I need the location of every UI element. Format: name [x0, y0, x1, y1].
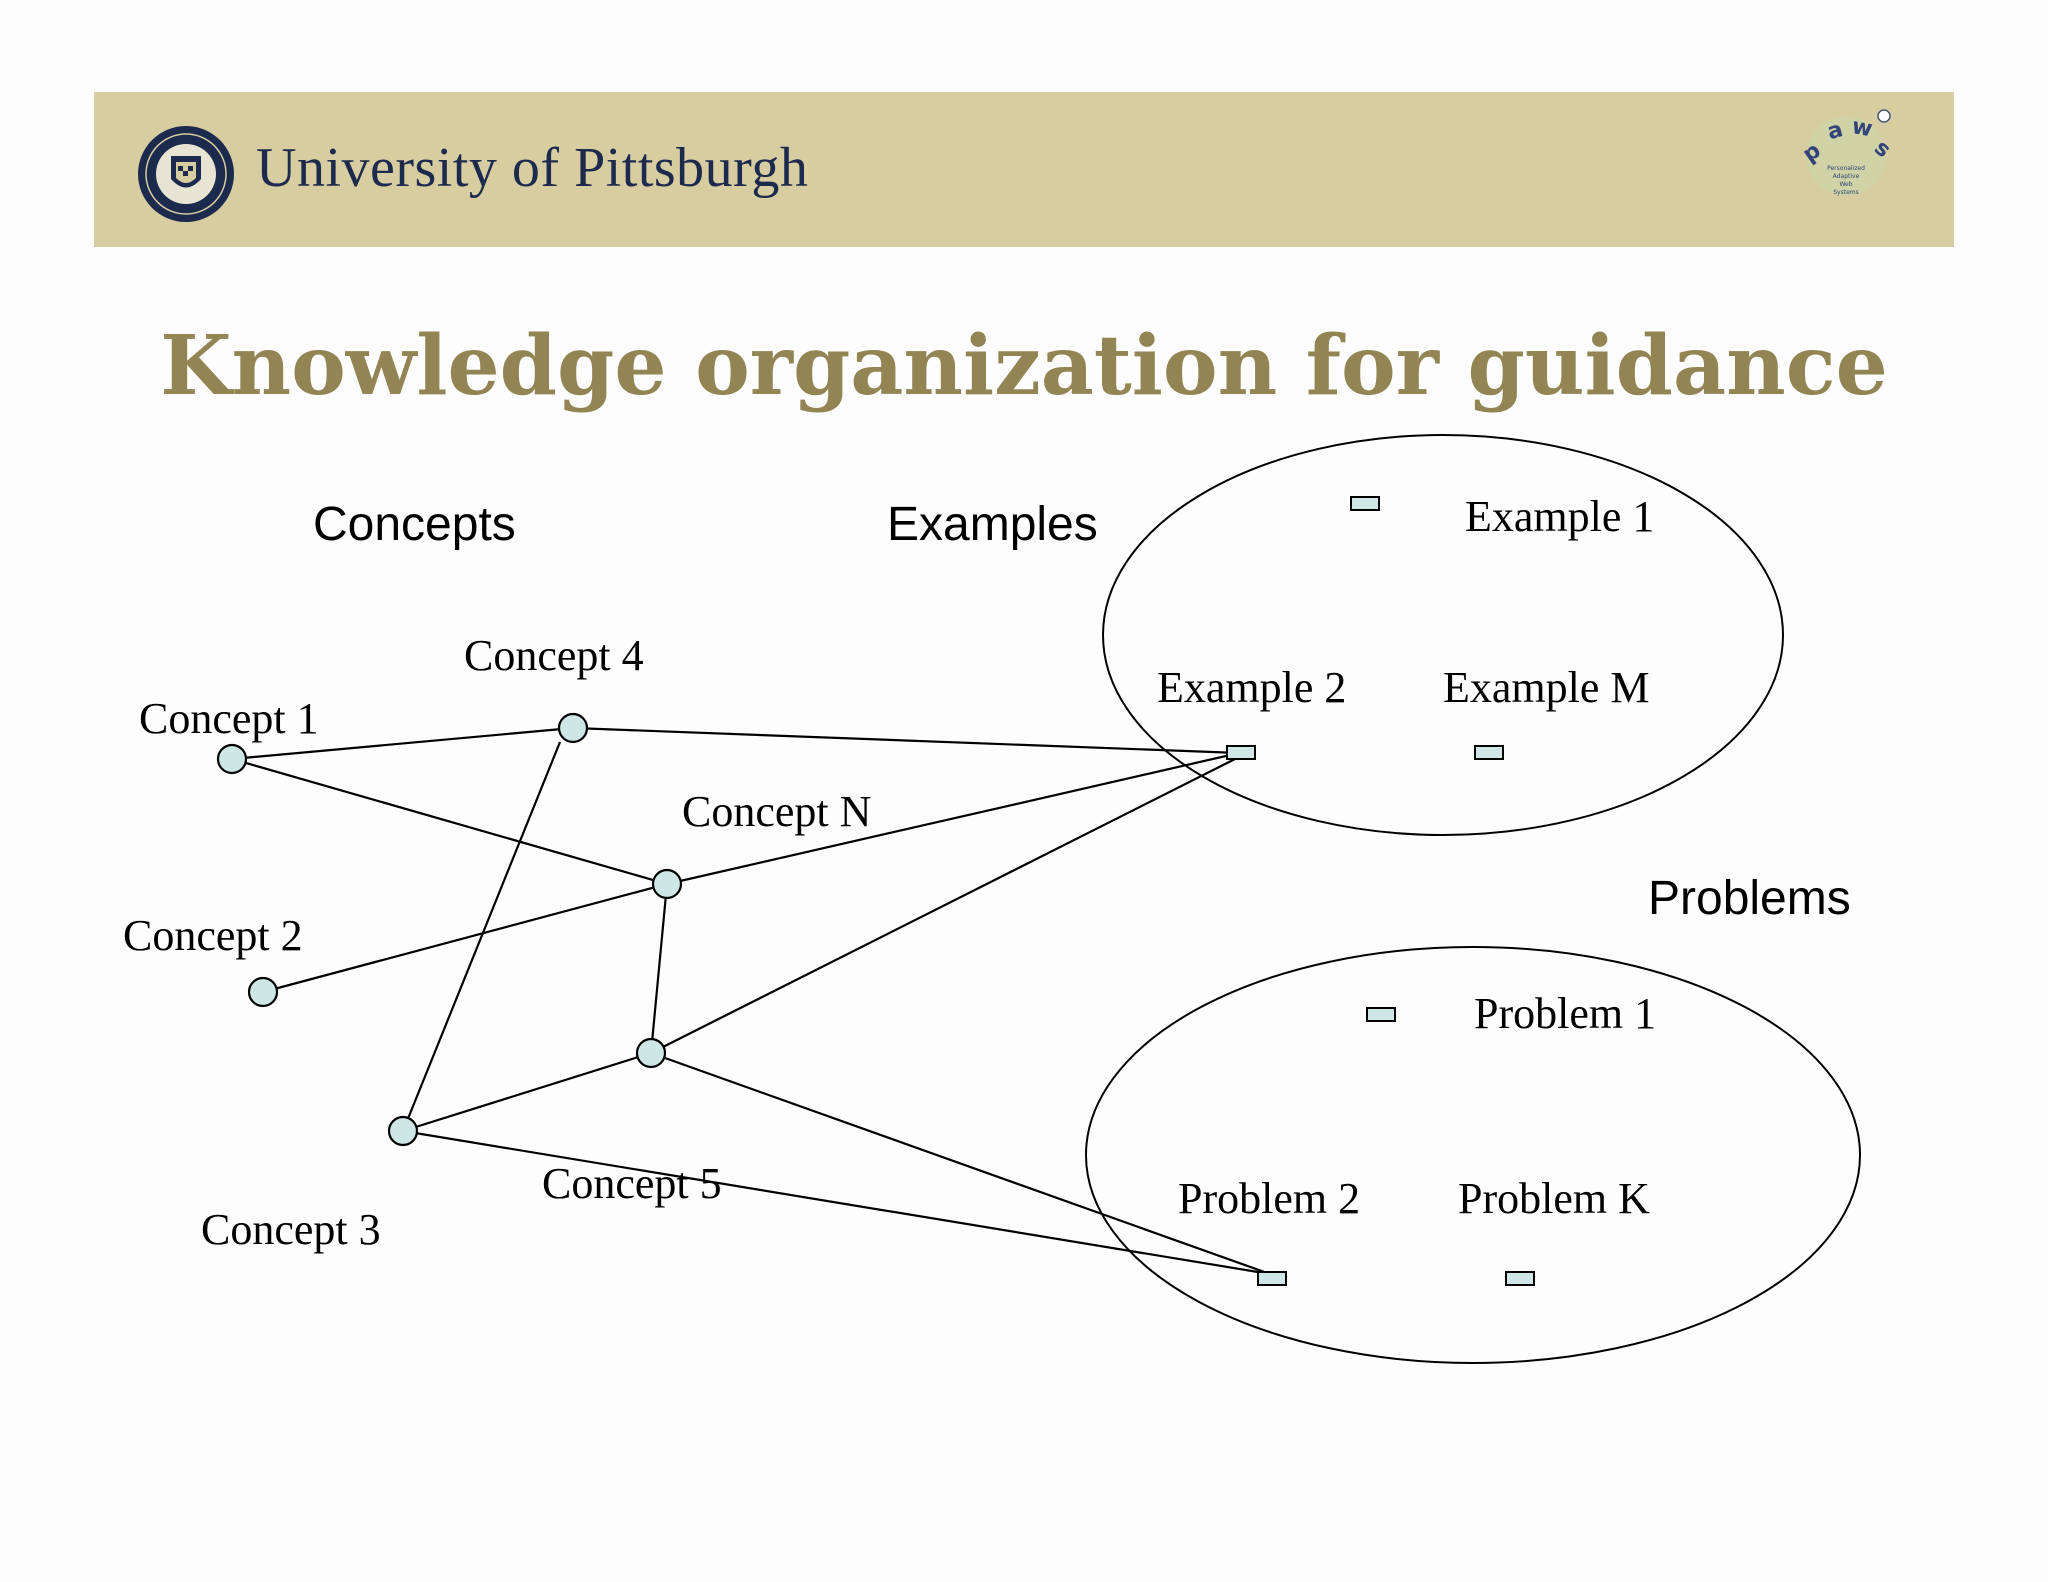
example-node-1: [1350, 496, 1380, 511]
svg-text:Web: Web: [1839, 181, 1852, 188]
edge-c3-p2: [402, 1129, 1271, 1276]
edge-c4-c3: [401, 741, 562, 1132]
edges: [231, 726, 1271, 1276]
slide-title: Knowledge organization for guidance: [160, 318, 1888, 414]
problem-nodes: [1257, 1007, 1535, 1286]
concept-label-4: Concept 4: [464, 631, 644, 680]
edge-c5-p2: [650, 1051, 1271, 1276]
svg-text:w: w: [1850, 114, 1874, 142]
concept-node-3: [387, 1115, 419, 1147]
examples-group-label: Examples: [887, 498, 1098, 551]
header-bar: [94, 92, 1954, 247]
problems-group-label: Problems: [1648, 872, 1851, 925]
examples-ellipse: [1102, 434, 1784, 836]
concept-nodes: [216, 712, 683, 1147]
problem-node-k: [1505, 1271, 1535, 1286]
example-label-1: Example 1: [1465, 492, 1654, 541]
edge-c5-c3: [402, 1051, 652, 1133]
example-nodes: [1226, 496, 1504, 760]
edge-cN-c5: [649, 883, 669, 1054]
edge-c4-e2: [572, 726, 1240, 755]
edge-c2-cN: [262, 882, 668, 994]
problem-label-k: Problem K: [1458, 1174, 1650, 1223]
example-label-m: Example M: [1443, 663, 1650, 712]
paws-logo-icon: p a w s Personalized Adaptive Web System…: [1798, 109, 1895, 196]
problem-node-1: [1366, 1007, 1396, 1022]
concept-label-1: Concept 1: [139, 694, 319, 743]
svg-text:Adaptive: Adaptive: [1833, 173, 1860, 180]
concept-node-1: [216, 743, 248, 775]
problem-label-1: Problem 1: [1474, 989, 1656, 1038]
university-seal-icon: [138, 126, 234, 222]
edge-c1-cN: [231, 757, 668, 886]
concept-node-n: [651, 868, 683, 900]
concept-label-n: Concept N: [682, 787, 871, 836]
concept-label-3: Concept 3: [201, 1205, 381, 1254]
concept-node-4: [557, 712, 589, 744]
concept-node-2: [247, 976, 279, 1008]
university-name: University of Pittsburgh: [256, 137, 809, 199]
edge-cN-e2: [666, 751, 1240, 886]
svg-text:a: a: [1825, 117, 1846, 145]
concepts-group-label: Concepts: [313, 498, 516, 551]
svg-text:Systems: Systems: [1833, 189, 1859, 196]
problem-label-2: Problem 2: [1178, 1174, 1360, 1223]
concept-label-2: Concept 2: [123, 911, 303, 960]
edge-c1-c4: [231, 726, 574, 761]
problems-ellipse: [1085, 946, 1861, 1364]
example-node-2: [1226, 745, 1256, 760]
concept-node-5: [635, 1037, 667, 1069]
concept-label-5: Concept 5: [542, 1159, 722, 1208]
edge-c5-e2: [650, 756, 1240, 1054]
example-label-2: Example 2: [1157, 663, 1346, 712]
example-node-m: [1474, 745, 1504, 760]
svg-text:Personalized: Personalized: [1827, 165, 1865, 172]
problem-node-2: [1257, 1271, 1287, 1286]
